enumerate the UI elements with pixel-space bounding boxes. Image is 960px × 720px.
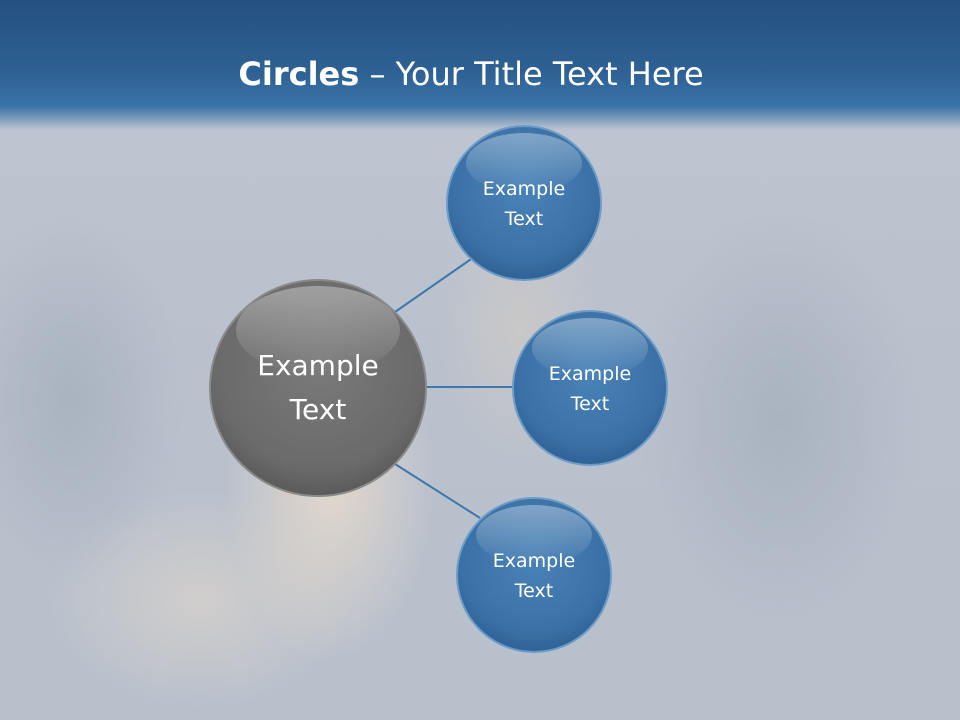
- node-label-3: Example Text: [474, 546, 594, 606]
- center-label-line1: Example: [257, 349, 379, 382]
- title-bold: Circles: [238, 55, 360, 93]
- node-label-3-line2: Text: [514, 580, 554, 602]
- node-label-1: Example Text: [464, 174, 584, 234]
- center-label: Example Text: [218, 340, 418, 436]
- connector-bottom: [394, 463, 481, 519]
- node-label-2-line2: Text: [570, 393, 610, 415]
- slide-title: Circles – Your Title Text Here: [0, 52, 942, 96]
- connector-top: [394, 256, 475, 313]
- node-label-1-line2: Text: [504, 208, 544, 230]
- node-circle-2: [512, 310, 668, 466]
- center-circle: [209, 279, 427, 497]
- node-label-1-line1: Example: [482, 178, 566, 200]
- center-label-line2: Text: [289, 393, 347, 426]
- node-circle-3: [456, 497, 612, 653]
- node-circle-1: [446, 125, 602, 281]
- node-label-2: Example Text: [530, 359, 650, 419]
- node-label-2-line1: Example: [548, 363, 632, 385]
- title-rest: – Your Title Text Here: [359, 55, 704, 93]
- node-label-3-line1: Example: [492, 550, 576, 572]
- title-bar: [0, 0, 960, 130]
